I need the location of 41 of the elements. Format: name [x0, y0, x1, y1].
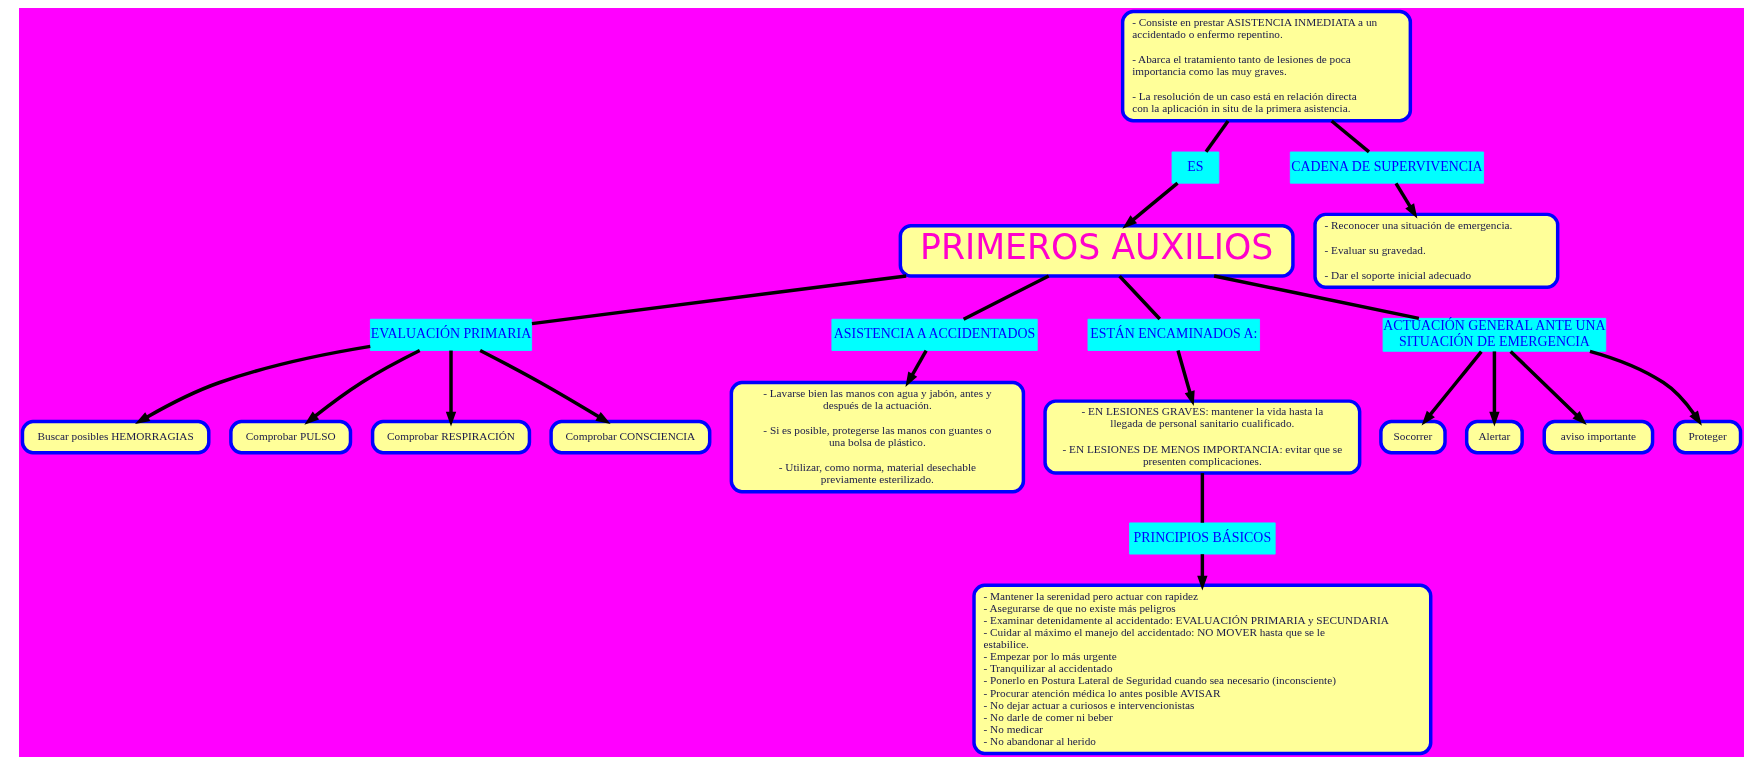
node-box: Comprobar PULSO — [228, 419, 352, 455]
connector — [1117, 274, 1161, 321]
node-box: - Reconocer una situación de emergencia. - Evaluar su gravedad. - Dar el soporte inicial adecuado — [1312, 212, 1559, 289]
node-box: CADENA DE SUPERVIVENCIA — [1289, 151, 1484, 184]
node-box: Buscar posibles HEMORRAGIAS — [20, 419, 211, 455]
node-box: - Mantener la serenidad pero actuar con rapidez - Asegurarse de que no existe más peligros - Examinar detenidamente al accidentado: EVALUACIÓN PRIMARIA y SECUNDARIA - Cuidar al máximo el manejo del accidentado: NO MOVER hasta que se le estabilice. - Empezar por lo más urgente - Tranquilizar al accidentado - Ponerlo en Postura Lateral de Seguridad cuando sea necesario (inconsciente) - Procurar atención médica lo antes posible AVISAR - No dejar actuar a curiosos e intervencionistas - No darle de comer ni beber - No medicar - No abandonar al herido — [971, 583, 1432, 756]
arrow — [1421, 350, 1483, 426]
node-box: Comprobar CONSCIENCIA — [548, 419, 711, 455]
node-box: Socorrer — [1378, 419, 1447, 455]
node-box: ASISTENCIA A ACCIDENTADOS — [830, 318, 1038, 351]
arrow — [1508, 350, 1587, 425]
node-box: PRIMEROS AUXILIOS — [898, 223, 1295, 278]
node-box: EVALUACIÓN PRIMARIA — [369, 318, 532, 351]
node-box: Alertar — [1464, 419, 1524, 455]
arrow — [1175, 350, 1195, 406]
arrow — [1488, 351, 1500, 427]
node-box: - EN LESIONES GRAVES: mantener la vida hasta la llegada de personal sanitario cualificado. - EN LESIONES DE MENOS IMPORTANCIA: evitar que se presenten complicaciones. — [1042, 399, 1361, 475]
arrow — [303, 348, 420, 425]
node-box: PRINCIPIOS BÁSICOS — [1128, 522, 1276, 555]
arrow — [478, 348, 611, 424]
node-box: ESTÁN ENCAMINADOS A: — [1087, 318, 1260, 351]
node-box: - Consiste en prestar ASISTENCIA INMEDIATA a un accidentado o enfermo repentino. - Abarca el tratamiento tanto de lesiones de poca importancia como las muy graves. - La resolución de un caso está en relación directa con la aplicación in situ de la primera asistencia. — [1120, 9, 1412, 123]
connector — [1200, 473, 1204, 523]
connector — [1204, 119, 1229, 153]
arrow — [1121, 181, 1179, 229]
arrow — [445, 350, 456, 427]
connector — [1213, 274, 1419, 321]
arrow — [1196, 554, 1208, 591]
arrow — [904, 349, 928, 387]
node-box: Comprobar RESPIRACIÓN — [370, 419, 531, 455]
connector — [531, 274, 906, 326]
connector — [962, 274, 1049, 321]
node-box: aviso importante — [1542, 419, 1654, 455]
node-box: ES — [1171, 151, 1219, 184]
arrow — [134, 344, 371, 425]
node-box: Proteger — [1672, 419, 1742, 455]
arrow — [1394, 182, 1417, 219]
connector — [1330, 119, 1370, 154]
node-box: - Lavarse bien las manos con agua y jabón, antes y después de la actuación. - Si es posible, protegerse las manos con guantes o una bolsa de plástico. - Utilizar, como norma, material desechable previamente esterilizado. — [729, 380, 1025, 494]
node-box: ACTUACIÓN GENERAL ANTE UNA SITUACIÓN DE EMERGENCIA — [1382, 317, 1606, 352]
arrow — [1589, 349, 1702, 426]
